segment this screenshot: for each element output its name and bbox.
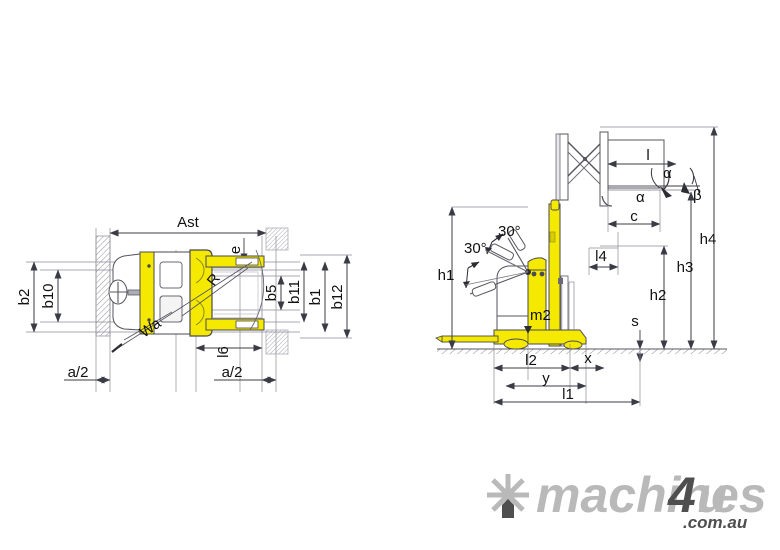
dimension-a2-right: a/2 <box>214 364 277 384</box>
wall-hatch-top-right <box>265 227 289 251</box>
dimension-ast: Ast <box>109 214 267 237</box>
label-l4: l4 <box>595 248 607 265</box>
watermark-domain: .com.au <box>683 513 748 532</box>
label-l6: l6 <box>215 346 232 358</box>
label-b1: b1 <box>307 289 324 306</box>
fork-prong-top <box>205 255 265 268</box>
label-c: c <box>630 208 638 225</box>
dimension-h3: h3 <box>677 191 695 350</box>
wall-hatch-bottom-right <box>265 329 289 355</box>
label-a2-right: a/2 <box>222 364 243 381</box>
wa-leader-line <box>117 261 253 349</box>
dimension-h4: h4 <box>600 126 718 350</box>
starburst-icon <box>487 474 529 516</box>
label-tiller-angle-lower: 30° <box>464 240 487 257</box>
dimension-b12: b12 <box>329 254 351 339</box>
dimension-l: l <box>607 147 677 168</box>
dimension-a2-left: a/2 <box>64 364 111 384</box>
stacker-top-view-illustration <box>108 249 265 353</box>
dimension-h1: h1 <box>438 206 528 350</box>
label-b12: b12 <box>329 284 346 309</box>
dimension-b10: b10 <box>40 269 62 323</box>
label-l2: l2 <box>525 352 537 369</box>
dimension-b1: b1 <box>307 261 329 333</box>
dimension-h2: h2 <box>600 245 668 350</box>
label-ast: Ast <box>177 214 200 231</box>
dimension-l4: l4 <box>588 232 619 275</box>
watermark-brand-tail: u <box>697 467 728 523</box>
label-h2: h2 <box>650 287 667 304</box>
label-b10: b10 <box>40 283 57 308</box>
label-m2: m2 <box>530 307 551 324</box>
label-b11: b11 <box>286 280 303 304</box>
fork-tine-side <box>441 335 499 343</box>
label-y: y <box>542 370 550 387</box>
fork-prong-bottom <box>205 318 265 331</box>
dimension-l2: l2 <box>493 352 571 372</box>
label-alpha-lower: α <box>636 189 645 206</box>
dimension-l1: l1 <box>493 366 641 406</box>
dimension-b5: b5 <box>263 275 285 311</box>
label-l1: l1 <box>562 386 574 403</box>
label-x: x <box>584 350 592 367</box>
label-e: e <box>227 246 244 254</box>
label-a2-left: a/2 <box>68 364 89 381</box>
label-l: l <box>646 147 649 164</box>
label-beta: β <box>693 187 702 204</box>
watermark-brand-digit: 4 <box>667 467 696 523</box>
side-view-group: l c α α β <box>435 126 727 406</box>
wall-hatch-left <box>95 235 111 337</box>
turning-radius-arc <box>249 249 265 331</box>
watermark-brand-main: machines <box>536 467 767 523</box>
label-h1: h1 <box>438 267 455 284</box>
mast-outer <box>548 203 561 347</box>
dimension-y: y <box>505 370 587 390</box>
starburst-icon-stem <box>502 499 514 518</box>
stacker-side-view-illustration <box>435 199 587 350</box>
label-alpha-upper: α <box>663 165 672 182</box>
tiller-arm-positions <box>463 229 531 297</box>
dimension-c: c <box>607 190 661 232</box>
dimension-b11: b11 <box>286 261 308 323</box>
label-b5: b5 <box>263 285 280 302</box>
dimension-x: x <box>569 350 605 372</box>
dimension-b2: b2 <box>16 261 38 333</box>
dimension-l6: l6 <box>195 344 263 358</box>
ground-hatch <box>437 349 727 354</box>
label-s: s <box>631 313 639 330</box>
top-view-group: Ast e <box>16 214 352 392</box>
label-h4: h4 <box>700 231 717 248</box>
label-b2: b2 <box>16 289 33 306</box>
label-h3: h3 <box>677 259 694 276</box>
label-tiller-angle-upper: 30° <box>498 223 521 240</box>
watermark-machines4u: machines 4 u .com.au <box>487 467 767 532</box>
